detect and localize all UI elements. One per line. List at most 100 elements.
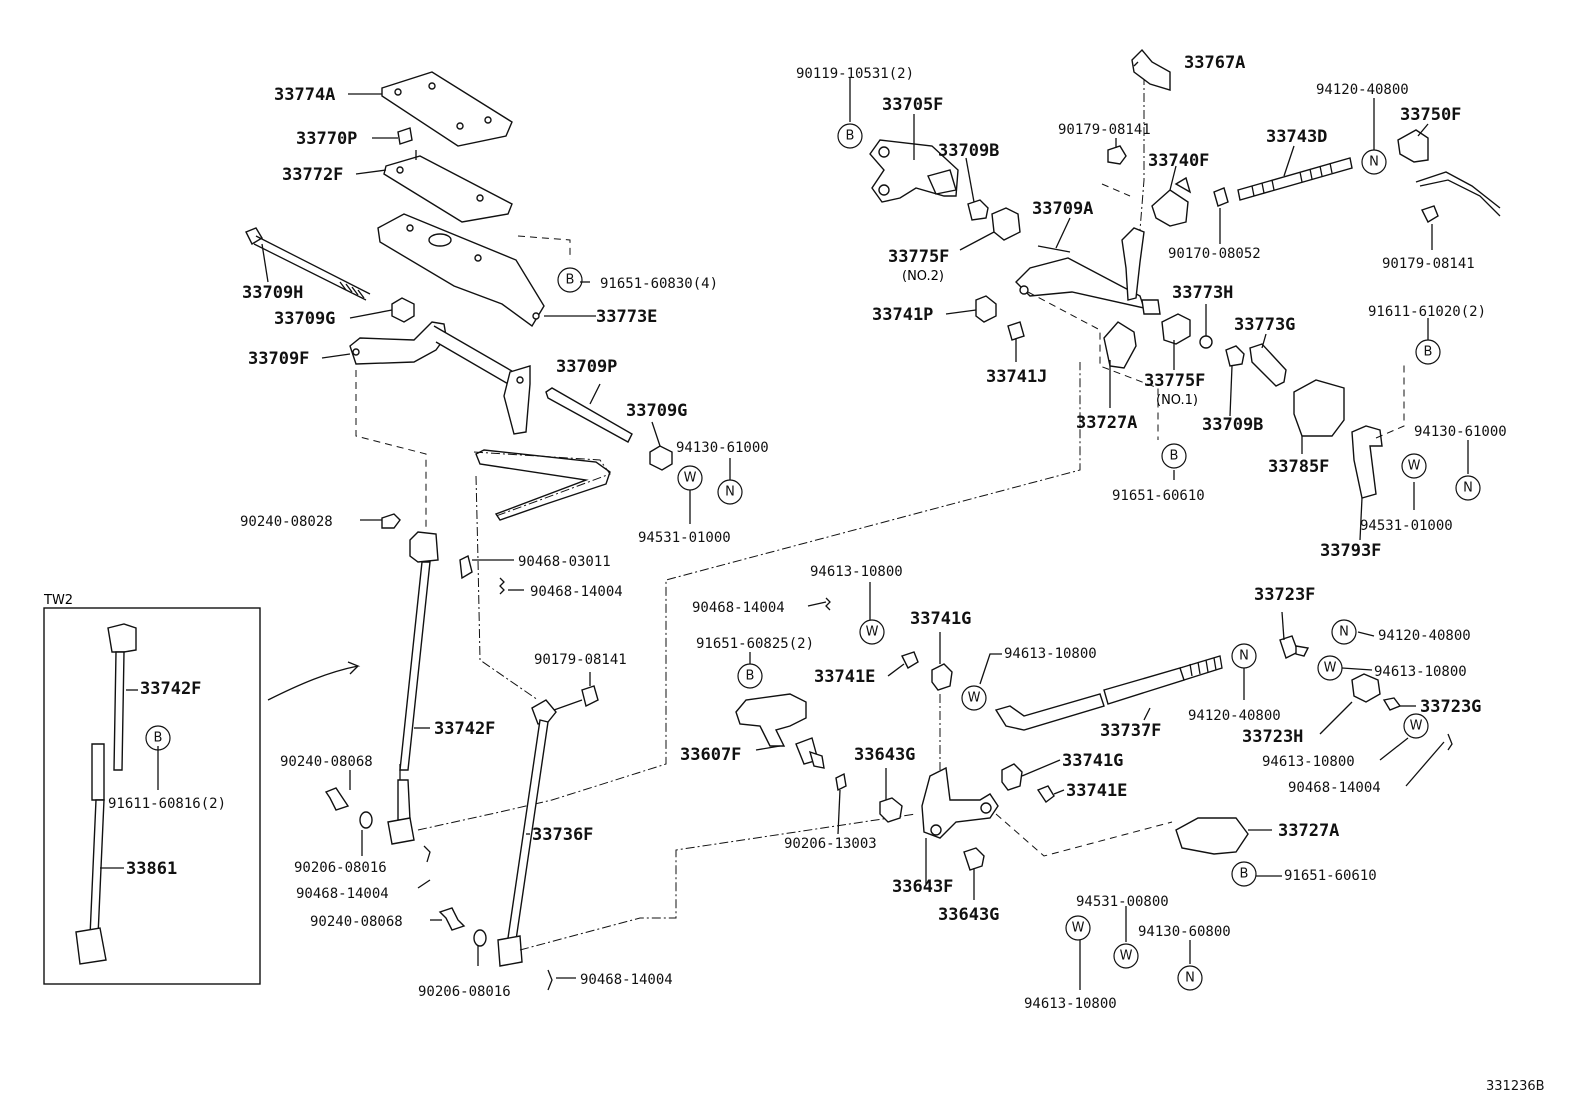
bushing-33741E-b bbox=[1036, 785, 1055, 804]
svg-text:W: W bbox=[1408, 459, 1421, 474]
label-33709F: 33709F bbox=[248, 349, 309, 369]
bracket-33705F bbox=[869, 139, 959, 203]
label-33737F: 33737F bbox=[1100, 721, 1161, 741]
label-33705F: 33705F bbox=[882, 95, 943, 115]
shaft-33709A bbox=[1015, 227, 1161, 315]
label-33767A: 33767A bbox=[1184, 53, 1245, 73]
bushing-33741J bbox=[1007, 321, 1025, 341]
label-33643G: 33643G bbox=[854, 745, 915, 765]
svg-text:W: W bbox=[684, 471, 697, 486]
bushing-33770P bbox=[397, 127, 413, 145]
label-90119-10531: 90119-10531(2) bbox=[796, 66, 914, 82]
clip-33727A-a bbox=[1103, 321, 1137, 369]
nut-33723G bbox=[1382, 697, 1402, 711]
label-33741E-b: 33741E bbox=[1066, 781, 1127, 801]
lever-33643F bbox=[921, 766, 999, 839]
label-90468-14004-c: 90468-14004 bbox=[580, 972, 673, 988]
svg-text:N: N bbox=[725, 485, 735, 500]
label-90468-14004-b: 90468-14004 bbox=[296, 886, 389, 902]
label-33773H: 33773H bbox=[1172, 283, 1233, 303]
label-33775F-no2: 33775F bbox=[888, 247, 949, 267]
label-33740F: 33740F bbox=[1148, 151, 1209, 171]
rod-33737F bbox=[994, 655, 1223, 731]
nut-90170-08052 bbox=[1213, 187, 1229, 207]
label-33773G: 33773G bbox=[1234, 315, 1295, 335]
label-33736F: 33736F bbox=[532, 825, 593, 845]
nut-symbol-icon: N bbox=[1177, 965, 1203, 991]
nut-33709B-b bbox=[1225, 345, 1245, 367]
label-33772F: 33772F bbox=[282, 165, 343, 185]
label-90240-08068: 90240-08068 bbox=[280, 754, 373, 770]
label-33742F-tw2: 33742F bbox=[140, 679, 201, 699]
label-91651-60830: 91651-60830(4) bbox=[600, 276, 718, 292]
washer-symbol-icon: W bbox=[859, 619, 885, 645]
label-90468-14004: 90468-14004 bbox=[530, 584, 623, 600]
guide-line bbox=[417, 362, 1081, 831]
label-94531-00800: 94531-00800 bbox=[1076, 894, 1169, 910]
label-33861: 33861 bbox=[126, 859, 177, 879]
nut-symbol-icon: N bbox=[1331, 619, 1357, 645]
label-33723G: 33723G bbox=[1420, 697, 1481, 717]
label-90206-08016: 90206-08016 bbox=[294, 860, 387, 876]
label-90179-08141: 90179-08141 bbox=[534, 652, 627, 668]
small-parts-left bbox=[324, 513, 599, 991]
bushing-33775F-no1 bbox=[1161, 313, 1191, 345]
label-33774A: 33774A bbox=[274, 85, 335, 105]
svg-text:B: B bbox=[746, 669, 755, 684]
bracket-33767A bbox=[1131, 48, 1171, 91]
label-94613-10800: 94613-10800 bbox=[810, 564, 903, 580]
label-90206-08016-b: 90206-08016 bbox=[418, 984, 511, 1000]
svg-text:W: W bbox=[866, 625, 879, 640]
bushing-33741E-a bbox=[901, 651, 919, 669]
rod-33743D bbox=[1237, 157, 1353, 201]
label-91651-60610: 91651-60610 bbox=[1112, 488, 1205, 504]
label-90240-08068-b: 90240-08068 bbox=[310, 914, 403, 930]
lever-33709F bbox=[349, 321, 531, 435]
svg-text:N: N bbox=[1369, 155, 1379, 170]
joint-33740F bbox=[1151, 176, 1192, 227]
nut-symbol-icon: N bbox=[1455, 475, 1481, 501]
svg-text:W: W bbox=[1410, 719, 1423, 734]
bracket-33793F bbox=[1351, 425, 1383, 499]
svg-text:B: B bbox=[1424, 345, 1433, 360]
label-33723H: 33723H bbox=[1242, 727, 1303, 747]
svg-text:B: B bbox=[566, 273, 575, 288]
label-33709G: 33709G bbox=[274, 309, 335, 329]
label-33727A: 33727A bbox=[1076, 413, 1137, 433]
label-91651-60825: 91651-60825(2) bbox=[696, 636, 814, 652]
nut-symbol-icon: N bbox=[1361, 149, 1387, 175]
label-94130-61000: 94130-61000 bbox=[676, 440, 769, 456]
label-33775F-no1: 33775F bbox=[1144, 371, 1205, 391]
label-tw2: TW2 bbox=[43, 593, 73, 608]
label-33785F: 33785F bbox=[1268, 457, 1329, 477]
label-94531-01000: 94531-01000 bbox=[638, 530, 731, 546]
label-91651-60610-b: 91651-60610 bbox=[1284, 868, 1377, 884]
label-91611-61020: 91611-61020(2) bbox=[1368, 304, 1486, 320]
bushing-33643G-a bbox=[879, 797, 903, 823]
clip-33727A-b bbox=[1175, 817, 1249, 855]
bolt-symbol-icon: B bbox=[1161, 443, 1187, 469]
bracket-33785F bbox=[1293, 379, 1345, 437]
nut-33709G-b bbox=[649, 445, 673, 471]
svg-text:B: B bbox=[154, 731, 163, 746]
label-33727A-b: 33727A bbox=[1278, 821, 1339, 841]
plate-33772F bbox=[383, 150, 513, 223]
label-94120-40800-b: 94120-40800 bbox=[1188, 708, 1281, 724]
bolt-33773G bbox=[1249, 343, 1287, 387]
washer-symbol-icon: W bbox=[1401, 453, 1427, 479]
label-33709A: 33709A bbox=[1032, 199, 1093, 219]
bushing-33741G-b bbox=[1001, 763, 1023, 791]
guide-line bbox=[519, 813, 917, 951]
pointer-arrow bbox=[267, 661, 361, 701]
label-90206-13003: 90206-13003 bbox=[784, 836, 877, 852]
nut-symbol-icon: N bbox=[717, 479, 743, 505]
label-91611-60816: 91611-60816(2) bbox=[108, 796, 226, 812]
svg-text:W: W bbox=[1072, 921, 1085, 936]
label-90170-08052: 90170-08052 bbox=[1168, 246, 1261, 262]
rod-33736F bbox=[497, 699, 583, 967]
bushing-33741G-a bbox=[931, 663, 953, 691]
joint-33723F bbox=[1279, 635, 1310, 659]
label-33742F: 33742F bbox=[434, 719, 495, 739]
guide-line bbox=[1139, 76, 1145, 231]
